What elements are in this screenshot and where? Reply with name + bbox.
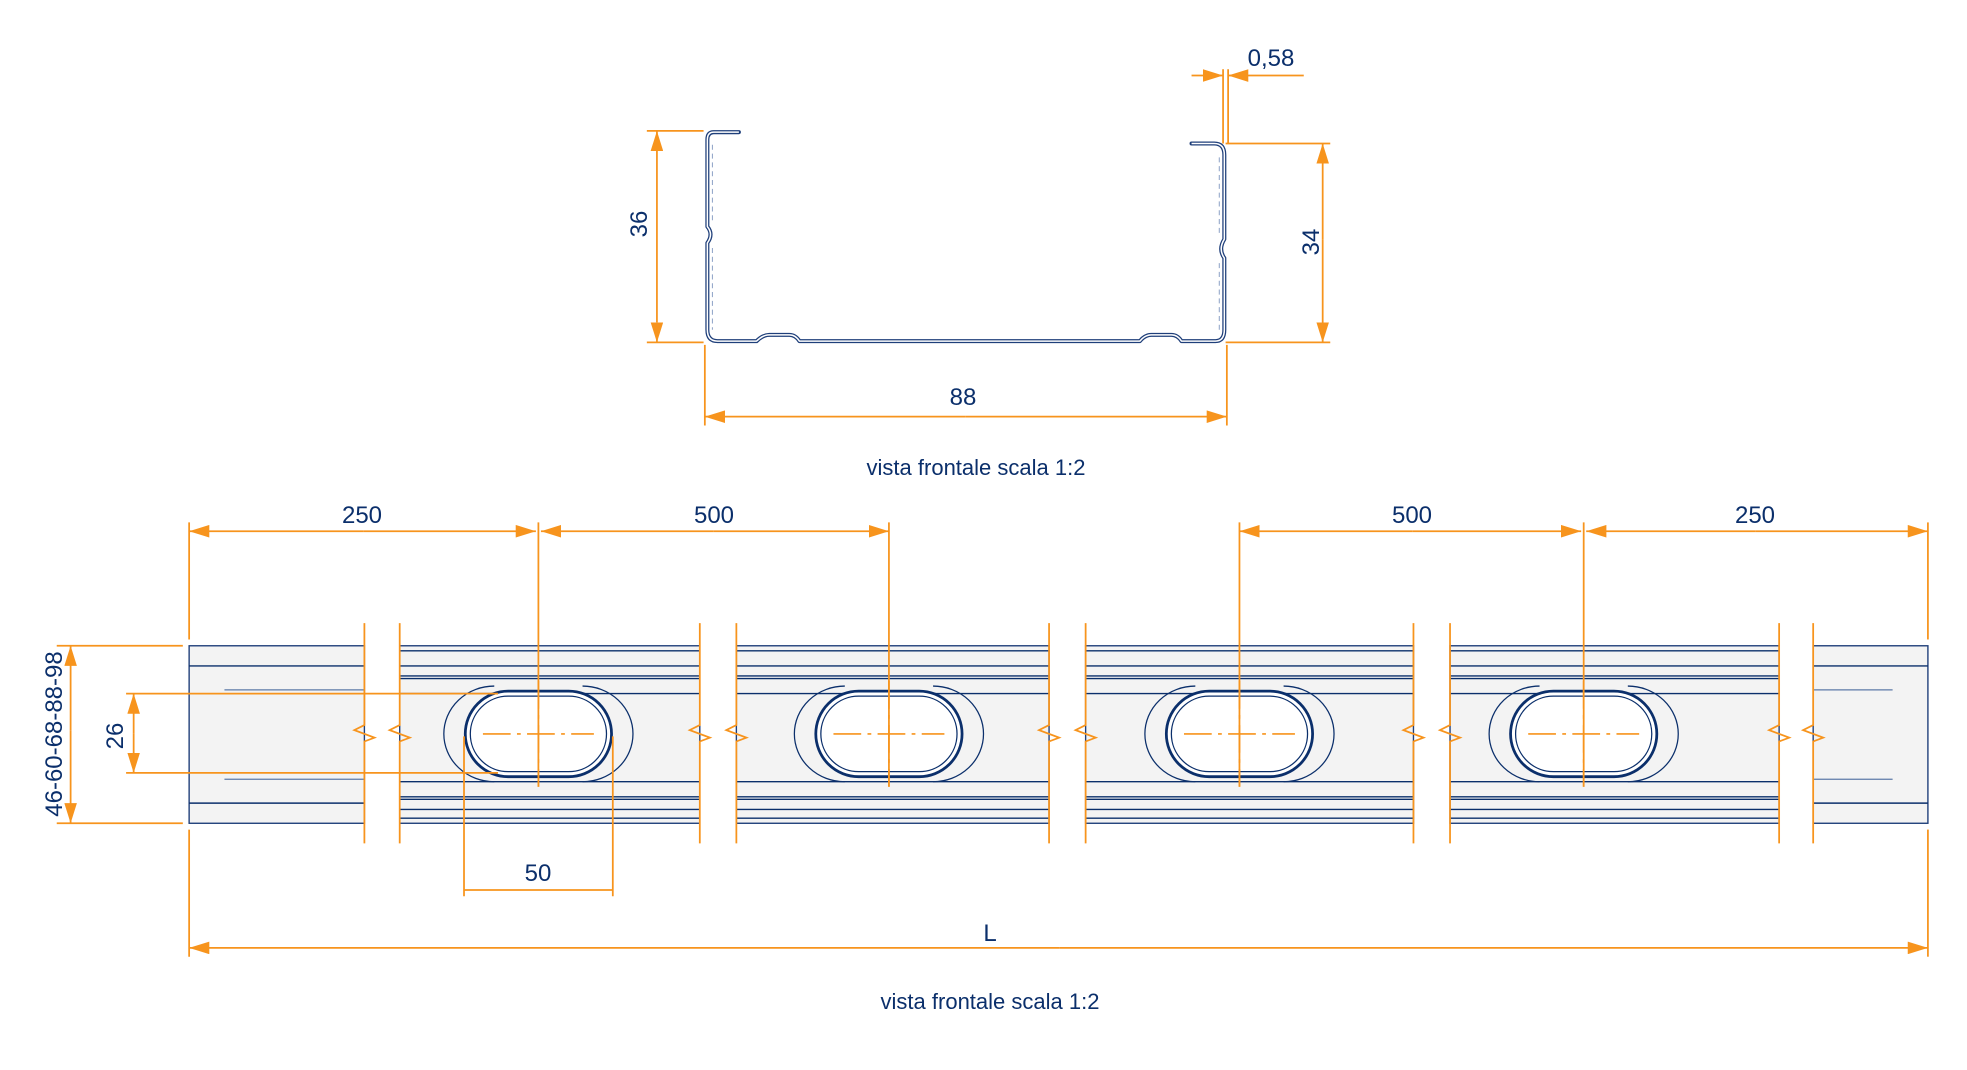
dimension-chain-top	[188, 522, 1929, 787]
hole-ring-left	[1144, 685, 1196, 783]
slot-inner-outline	[1514, 695, 1653, 773]
end-spacing-right-label: 250	[1734, 502, 1776, 529]
thickness-label: 0,58	[1247, 45, 1295, 72]
left-flange-height-label: 36	[626, 210, 653, 238]
total-length-label: L	[983, 920, 997, 947]
section-caption: vista frontale scala 1:2	[866, 455, 1086, 480]
break-line	[1401, 623, 1427, 844]
break-line	[1437, 623, 1463, 844]
strip-segment	[1812, 645, 1929, 824]
break-line	[387, 623, 413, 844]
break-line	[724, 623, 749, 844]
break-lines	[352, 623, 1826, 844]
elevation-caption: vista frontale scala 1:2	[880, 989, 1100, 1014]
break-gap	[1050, 623, 1085, 844]
break-symbol	[352, 623, 413, 844]
hole-ring-right	[582, 685, 634, 783]
slot-inner-outline	[469, 695, 608, 773]
dimension-total-length	[188, 829, 1929, 957]
slot-inner-outline	[820, 695, 958, 773]
hole-ring-right	[1283, 685, 1335, 783]
break-line	[1036, 623, 1062, 844]
break-gap	[1780, 623, 1812, 844]
break-line	[352, 623, 378, 844]
break-symbol	[687, 623, 749, 844]
hole-ring-left	[443, 685, 495, 783]
break-gap	[365, 623, 399, 844]
dimension-web-width	[703, 344, 1228, 426]
dimension-hole-height	[126, 692, 499, 774]
break-line	[687, 623, 713, 844]
u-profile-section	[705, 130, 1227, 344]
break-line	[1766, 623, 1792, 844]
section-view	[646, 69, 1331, 426]
dimension-right-flange	[1225, 142, 1331, 344]
hole-spacing-left-label: 500	[693, 502, 735, 529]
dimension-hole-length	[463, 736, 614, 897]
strip-body	[188, 645, 366, 824]
slot-inner-outline	[1170, 695, 1309, 773]
hole-ring-left	[793, 685, 845, 783]
hole-length-label: 50	[524, 860, 552, 887]
break-symbol	[1036, 623, 1099, 844]
strip-segment	[188, 645, 366, 824]
dimension-thickness	[1191, 69, 1304, 144]
hole-height-label: 26	[102, 722, 129, 750]
profile-heights-label: 46-60-68-88-98	[41, 651, 68, 817]
break-gap	[701, 623, 736, 844]
hole-ring-left	[1488, 685, 1540, 783]
end-spacing-left-label: 250	[341, 502, 383, 529]
right-flange-height-label: 34	[1298, 228, 1325, 256]
hole-ring-right	[1627, 685, 1679, 783]
hole-spacing-right-label: 500	[1391, 502, 1433, 529]
break-symbol	[1401, 623, 1463, 844]
break-gap	[1414, 623, 1449, 844]
dimension-left-flange	[646, 130, 704, 344]
elevation-view	[56, 522, 1929, 957]
break-symbol	[1766, 623, 1826, 844]
break-line	[1800, 623, 1826, 844]
break-line	[1073, 623, 1099, 844]
hole-ring-right	[933, 685, 985, 783]
web-width-label: 88	[949, 384, 977, 411]
dimension-profile-height	[56, 644, 183, 825]
strip-body	[1812, 645, 1929, 824]
